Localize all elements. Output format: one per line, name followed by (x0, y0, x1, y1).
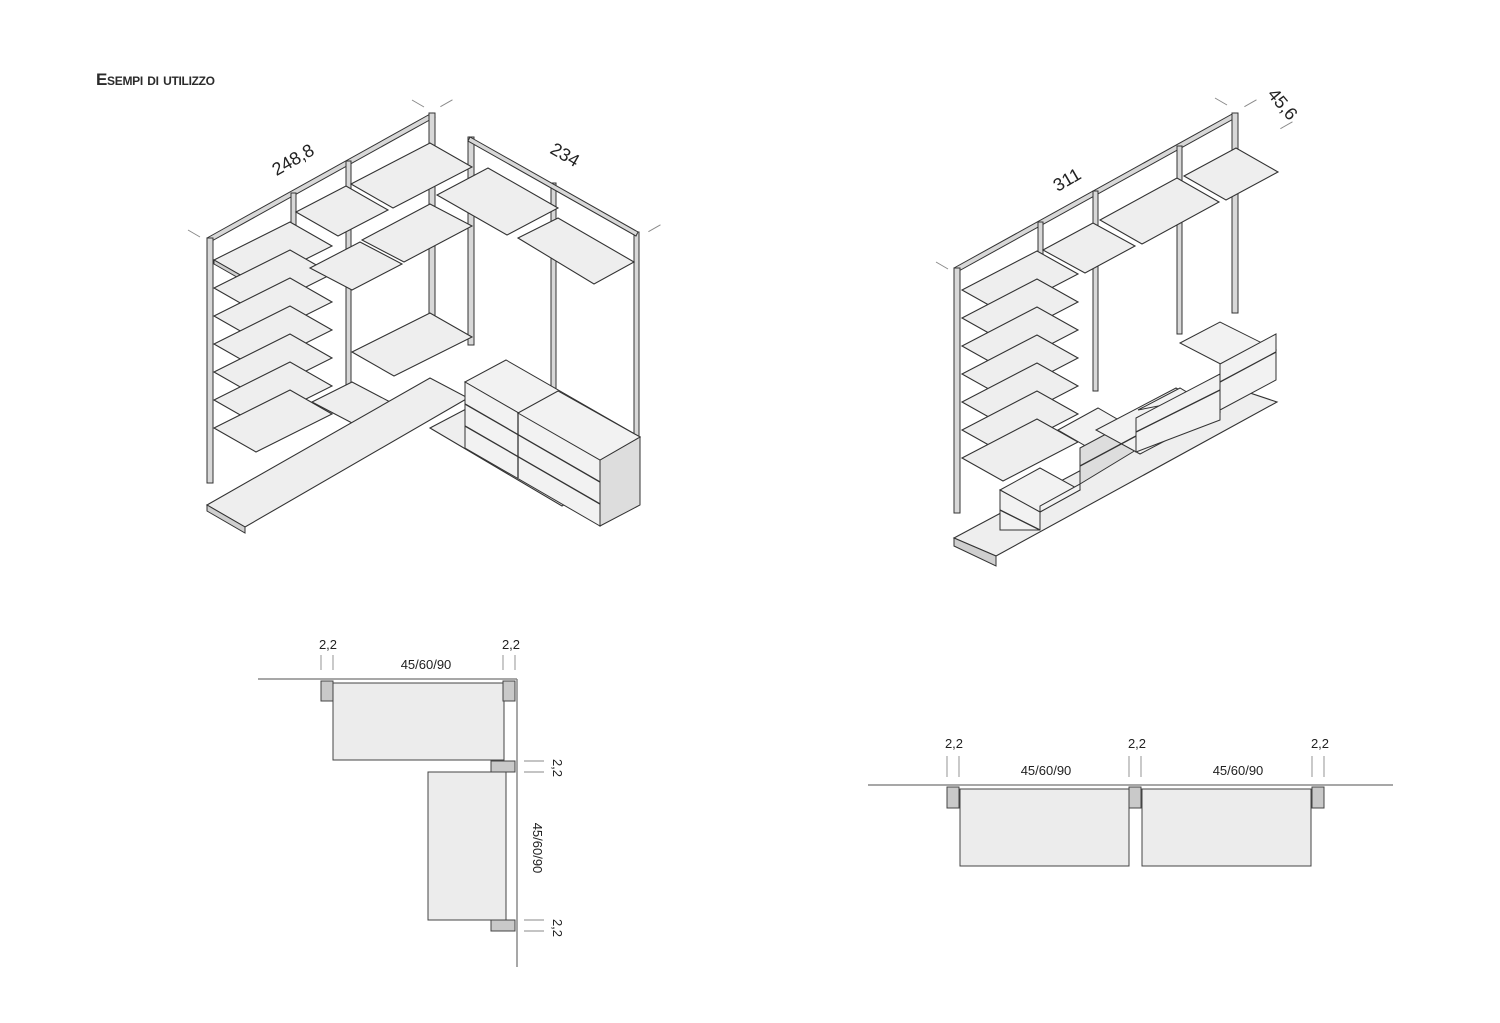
iso-right-width-label: 311 (1050, 164, 1085, 196)
plan-left-gap-c-label: 2,2 (550, 759, 565, 777)
plan-right-gap-1-label: 2,2 (945, 736, 963, 751)
plan-left-gap-d-label: 2,2 (550, 919, 565, 937)
plan-right-gap-3-label: 2,2 (1311, 736, 1329, 751)
plan-left-span-top-label: 45/60/90 (401, 657, 452, 672)
iso-left-corner-wardrobe (187, 99, 661, 534)
iso-left-depth-label: 234 (547, 139, 583, 171)
iso-right-depth-label: 45,6 (1264, 84, 1302, 124)
plan-right-gap-2-label: 2,2 (1128, 736, 1146, 751)
plan-left-gap-a-label: 2,2 (319, 637, 337, 652)
page-title: Esempi di utilizzo (96, 70, 215, 89)
plan-right-span-2-label: 45/60/90 (1213, 763, 1264, 778)
plan-right-span-1-label: 45/60/90 (1021, 763, 1072, 778)
plan-left-gap-b-label: 2,2 (502, 637, 520, 652)
iso-left-width-label: 248,8 (268, 140, 317, 180)
plan-left-span-side-label: 45/60/90 (530, 823, 545, 874)
plan-left-corner (258, 655, 544, 967)
iso-right-linear-wardrobe (935, 97, 1293, 567)
plan-right-linear (868, 756, 1393, 867)
